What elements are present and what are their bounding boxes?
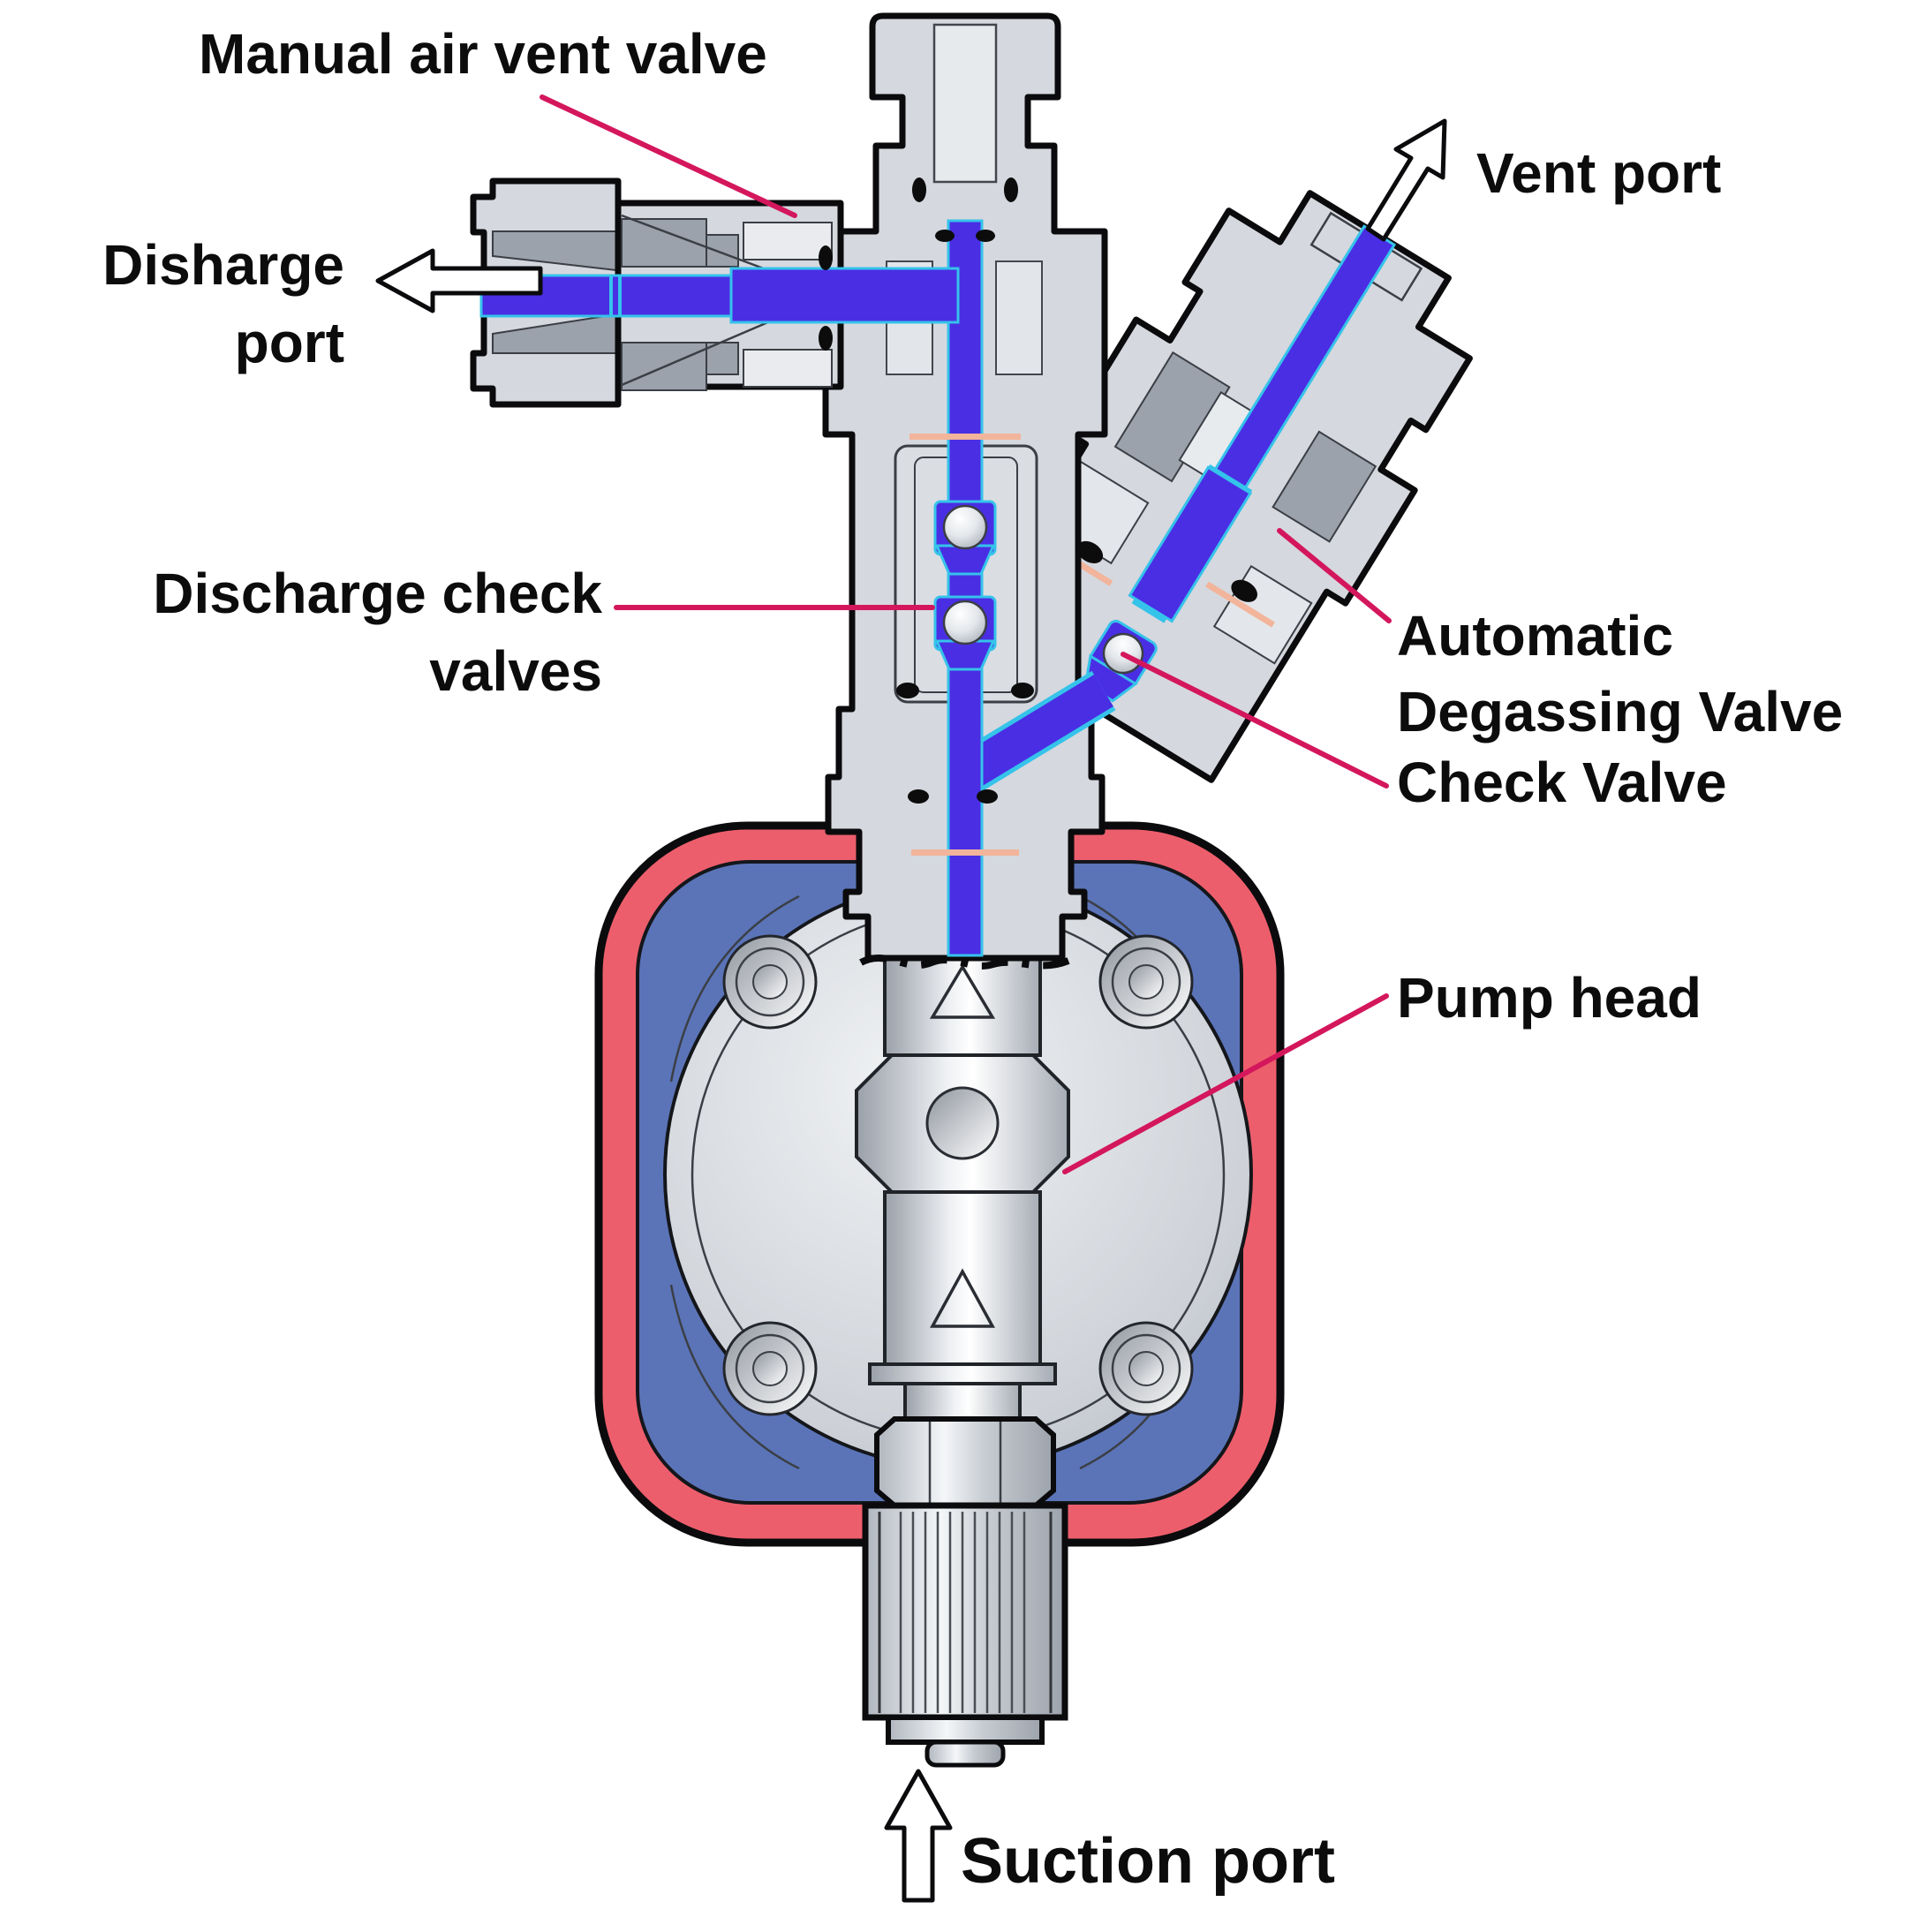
seals-and-check-valves [819,177,1034,856]
label-discharge-port-line2: port [235,311,344,374]
o-ring [819,245,833,270]
center-column-stem [903,1382,1022,1424]
channel-separator [1134,599,1166,621]
label-pump-head: Pump head [1397,966,1702,1030]
suction-knurled-nut [862,1502,1068,1721]
o-ring [912,177,926,202]
body-slot-light [995,260,1043,375]
fitting-insert-dark [706,234,739,268]
taper-line [621,214,783,277]
discharge-channel-wide [729,267,960,324]
gasket-salmon [911,849,1019,856]
label-suction-port: Suction port [961,1826,1335,1897]
label-automatic-degassing-valve-line1: Automatic [1397,604,1673,668]
o-ring [1004,177,1018,202]
valve-insert-dark [1272,430,1377,543]
leader-automatic-degassing-valve [1277,528,1392,623]
flow-direction-triangle-up [929,963,996,1019]
vent-up-right-arrow-icon [1365,118,1447,242]
o-ring [1011,683,1034,698]
channel-separator [1208,464,1253,494]
o-ring [977,789,998,804]
label-discharge-check-valves-line1: Discharge check [153,562,602,625]
o-ring [1231,579,1257,602]
center-column-lower [883,1190,1042,1366]
label-discharge-port-line1: Disharge [102,233,344,297]
label-vent-port: Vent port [1476,141,1721,205]
flange-bolt [722,934,818,1030]
main-vertical-channel [947,219,984,957]
taper-line [621,314,783,387]
fitting-slot-light [743,349,833,388]
cutaway-break-line [859,955,1070,970]
gasket-salmon [909,434,1021,440]
discharge-check-valve-ball-lower [942,600,988,645]
suction-hex-nut [874,1416,1056,1508]
leader-manual-air-vent-valve [540,94,797,218]
suction-fitting [862,1416,1068,1768]
housing-contour-line [669,1284,800,1470]
annotations: Manual air vent valve Disharge port Vent… [102,22,1843,1903]
flange-bolt [1098,1321,1194,1416]
o-ring [819,326,833,351]
gasket-salmon [1205,581,1275,628]
flange-bolt [1098,934,1194,1030]
knurl-lines [878,1512,1053,1713]
o-ring [976,230,995,242]
o-ring [908,789,929,804]
label-discharge-check-valves-line2: valves [429,639,602,703]
suction-up-arrow-icon [884,1769,953,1903]
o-ring [1076,540,1104,563]
leader-pump-head [1062,993,1389,1174]
label-manual-air-vent-valve: Manual air vent valve [199,22,767,86]
center-plug-circle [925,1086,1000,1160]
label-automatic-degassing-valve-line2: Degassing Valve [1397,680,1843,743]
housing-contour-line [669,894,800,1083]
leader-check-valve [1121,652,1389,789]
degassing-channel [955,675,1113,791]
flange-bolt [722,1321,818,1416]
suction-fitting-foot [886,1715,1045,1745]
suction-fitting-nub [924,1740,1006,1768]
flow-direction-triangle-up [930,1268,995,1328]
pump-head-center-assembly [855,921,1070,1424]
fluid-channels [479,219,1116,957]
discharge-check-valve-ball-upper [942,504,988,550]
fitting-slot-light [743,222,833,260]
discharge-left-arrow-icon [375,248,543,313]
cap-inner-panel [932,23,998,184]
o-ring [935,230,955,242]
label-check-valve: Check Valve [1397,751,1727,814]
o-ring [896,683,919,698]
center-column-foot [868,1362,1057,1385]
